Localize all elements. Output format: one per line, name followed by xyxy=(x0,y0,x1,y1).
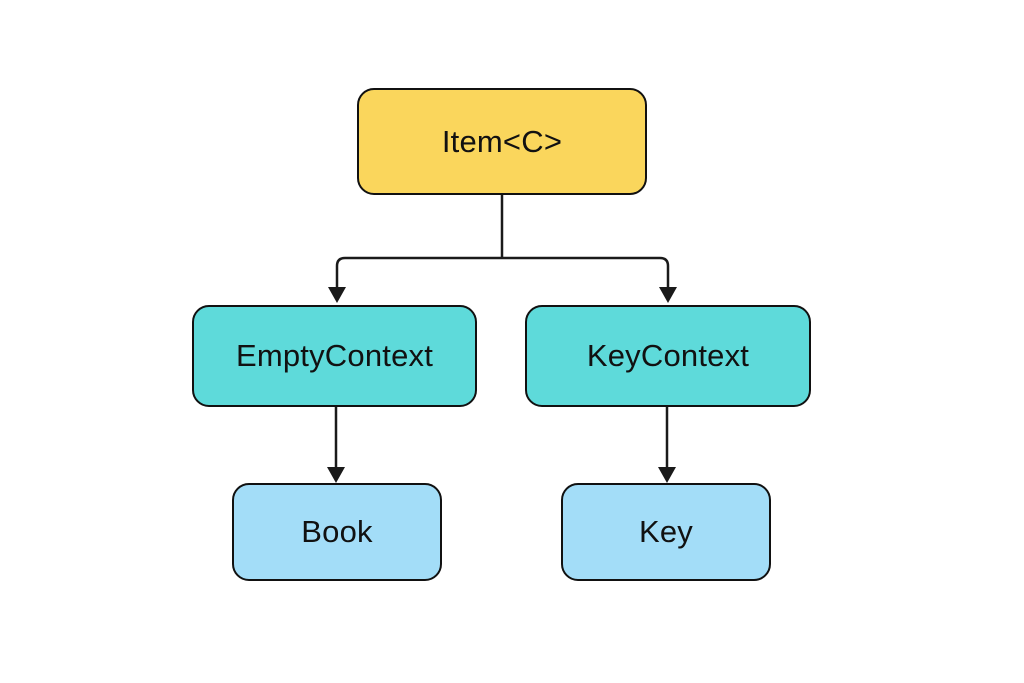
node-item: Item<C> xyxy=(357,88,647,195)
arrowhead-to-book xyxy=(327,467,345,483)
arrowhead-to-keycontext xyxy=(659,287,677,303)
arrowhead-to-emptycontext xyxy=(328,287,346,303)
edge-item-to-children xyxy=(335,195,670,287)
node-book: Book xyxy=(232,483,442,581)
node-key: Key xyxy=(561,483,771,581)
node-key-context: KeyContext xyxy=(525,305,811,407)
arrowhead-to-key xyxy=(658,467,676,483)
node-empty-context: EmptyContext xyxy=(192,305,477,407)
